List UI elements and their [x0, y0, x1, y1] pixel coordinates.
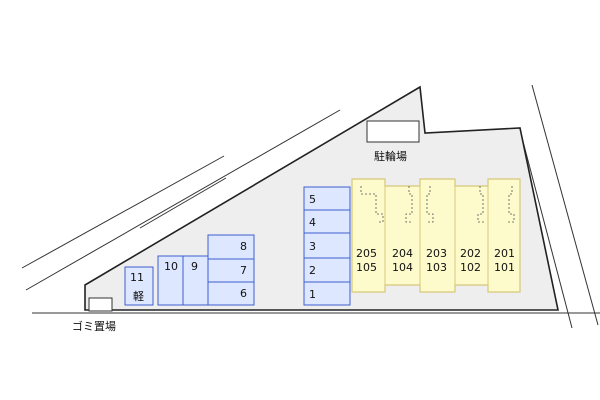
garbage-area-label: ゴミ置場 [72, 319, 116, 333]
parking-label-10: 10 [164, 260, 178, 273]
unit-label-202: 202 [460, 247, 481, 260]
parking-space-3 [303, 232, 351, 259]
unit-label-203: 203 [426, 247, 447, 260]
stair-outline-204 [405, 186, 413, 223]
stair-outline-201 [508, 186, 515, 223]
unit-label-102: 102 [460, 261, 481, 274]
building-outline [351, 178, 521, 293]
apartment-building: 205 105 204 104 203 103 202 102 201 101 [351, 178, 521, 293]
stair-outline-203 [426, 186, 434, 223]
parking-space-11 [124, 266, 154, 306]
unit-label-205: 205 [356, 247, 377, 260]
parking-space-7 [207, 258, 255, 283]
unit-label-103: 103 [426, 261, 447, 274]
stair-outlines [360, 186, 515, 223]
road-line-upper-mid [139, 177, 227, 229]
parking-label-8: 8 [240, 240, 247, 253]
road-lines [21, 84, 600, 329]
bicycle-parking-box [366, 120, 420, 143]
road-line-right-1 [531, 84, 599, 326]
road-line-upper-left-1 [21, 155, 225, 269]
parking-label-11: 11 [130, 271, 144, 284]
parking-space-9 [182, 255, 209, 306]
parking-label-1: 1 [309, 288, 316, 301]
stair-outline-205 [360, 186, 384, 223]
garbage-area-box [88, 297, 113, 312]
unit-label-201: 201 [494, 247, 515, 260]
parking-label-4: 4 [309, 216, 316, 229]
road-line-right-2 [519, 129, 573, 329]
parking-space-10 [157, 255, 184, 306]
parking-label-kei: 軽 [133, 290, 144, 303]
unit-label-104: 104 [392, 261, 413, 274]
parking-space-8 [207, 234, 255, 260]
parking-space-6 [207, 281, 255, 306]
parking-label-3: 3 [309, 240, 316, 253]
parking-left-group [124, 234, 255, 306]
stair-outline-202 [477, 186, 484, 223]
parking-label-6: 6 [240, 287, 247, 300]
parking-space-2 [303, 257, 351, 283]
unit-label-204: 204 [392, 247, 413, 260]
parking-label-7: 7 [240, 264, 247, 277]
unit-dividers [384, 186, 489, 285]
unit-label-101: 101 [494, 261, 515, 274]
parking-label-9: 9 [191, 260, 198, 273]
parking-label-5: 5 [309, 193, 316, 206]
bicycle-parking-label: 駐輪場 [374, 149, 407, 163]
parking-right-column [303, 186, 351, 306]
road-line-upper-left-2 [25, 109, 341, 291]
parking-label-2: 2 [309, 264, 316, 277]
parking-space-1 [303, 281, 351, 306]
unit-label-105: 105 [356, 261, 377, 274]
